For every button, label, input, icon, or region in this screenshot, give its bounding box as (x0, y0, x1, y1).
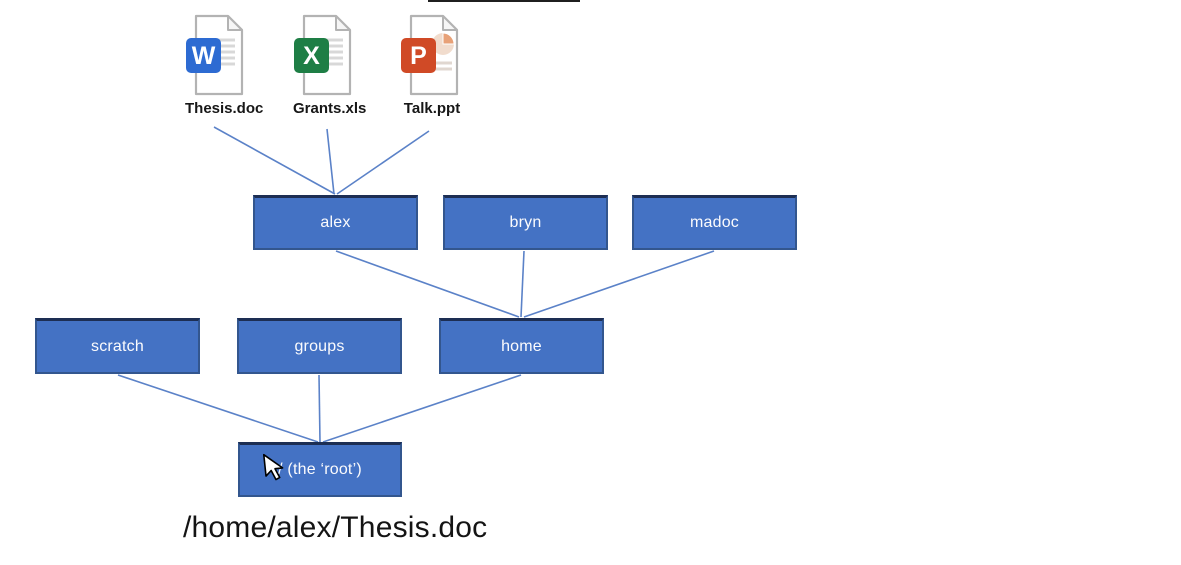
edge-bryn-home (520, 250, 525, 318)
powerpoint-badge-letter: P (410, 42, 427, 70)
file-name-label: Talk.ppt (403, 100, 461, 117)
node-label: home (501, 337, 542, 355)
node-label: alex (320, 214, 351, 231)
powerpoint-file-icon: P (401, 14, 459, 96)
word-badge (186, 38, 221, 73)
edge-alex-home (335, 250, 520, 318)
edge-thesis-alex (213, 126, 336, 195)
node-label: scratch (91, 337, 144, 355)
file-excel: X Grants.xls (293, 13, 367, 117)
page-fold (227, 15, 243, 31)
file-name-label: Thesis.doc (185, 100, 264, 117)
node-alex: alex (253, 195, 418, 250)
excel-badge-letter: X (303, 42, 320, 70)
node-home: home (439, 318, 604, 374)
node-root: / (the ‘root’) (238, 442, 402, 497)
word-file-icon: W (186, 14, 244, 96)
edge-talk-alex (336, 130, 430, 195)
node-bryn: bryn (443, 195, 608, 250)
mouse-cursor-icon (262, 451, 290, 490)
node-scratch: scratch (35, 318, 200, 374)
edge-home-root (322, 374, 522, 443)
node-label: bryn (509, 214, 542, 231)
word-badge-letter: W (192, 42, 216, 70)
file-word: W Thesis.doc (185, 13, 264, 117)
powerpoint-badge (401, 38, 436, 73)
edge-grants-alex (326, 128, 335, 195)
page-fold (442, 15, 458, 31)
node-label: / (the ‘root’) (278, 461, 362, 478)
node-label: groups (294, 337, 345, 355)
page-fold (335, 15, 351, 31)
pie-chart-slice (442, 32, 455, 45)
top-edge-artifact (428, 0, 580, 2)
node-label: madoc (689, 214, 740, 231)
file-powerpoint: P Talk.ppt (400, 13, 464, 117)
edge-scratch-root (117, 374, 319, 443)
file-name-label: Grants.xls (293, 100, 367, 117)
edge-groups-root (318, 374, 321, 443)
excel-file-icon: X (294, 14, 352, 96)
edge-madoc-home (523, 250, 715, 318)
node-madoc: madoc (632, 195, 797, 250)
node-groups: groups (237, 318, 402, 374)
excel-badge (294, 38, 329, 73)
path-caption: /home/alex/Thesis.doc (183, 511, 488, 544)
